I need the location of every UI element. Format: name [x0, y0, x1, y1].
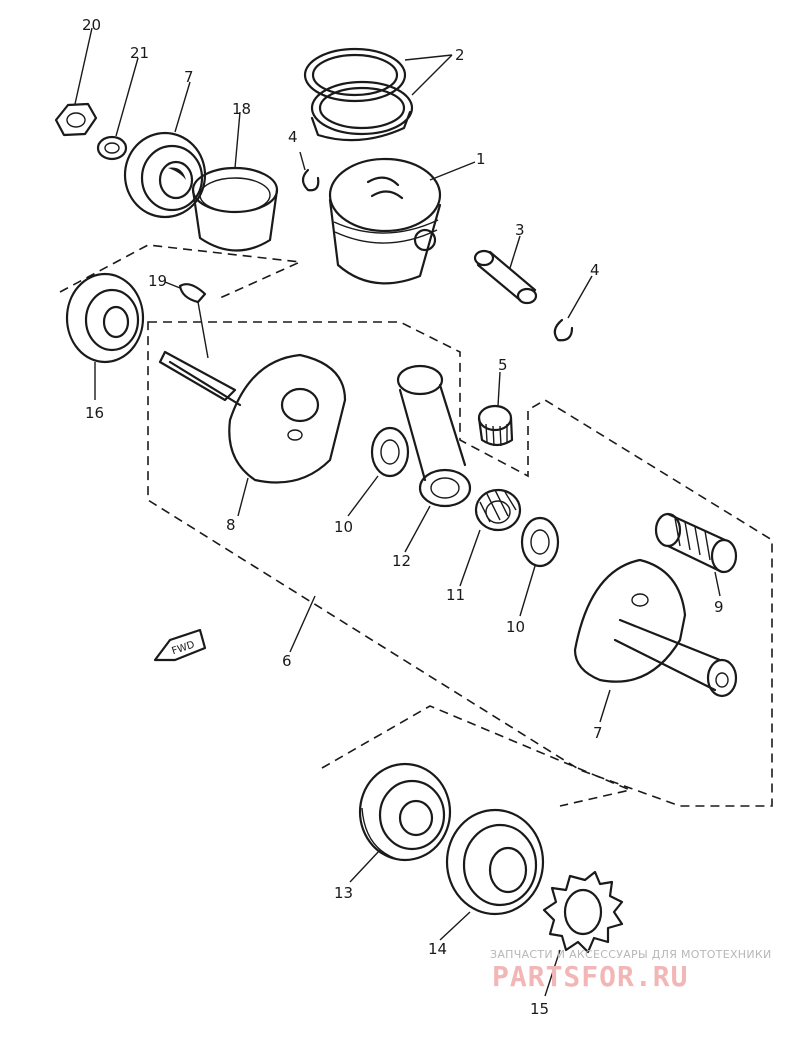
bearing-left [65, 272, 145, 364]
leader-lines [74, 27, 721, 997]
label-5: 5 [498, 356, 508, 374]
sprocket [542, 870, 624, 954]
nut [54, 102, 98, 137]
label-16: 16 [85, 404, 104, 422]
label-13: 13 [334, 884, 353, 902]
piston-pin [473, 249, 538, 305]
piston [328, 157, 442, 285]
watermark-tagline: ЗАПЧАСТИ И АКСЕССУАРЫ ДЛЯ МОТОТЕХНИКИ [490, 948, 772, 961]
washer [96, 135, 128, 161]
label-7: 7 [593, 724, 603, 742]
lower-bearing-outline [321, 705, 633, 807]
front-arrow: FWD [153, 628, 207, 662]
bearing-group-outline [59, 244, 303, 299]
label-19: 19 [148, 272, 167, 290]
thrust-washer-left [370, 426, 410, 478]
label-17: 7 [184, 68, 194, 86]
label-15: 15 [530, 1000, 549, 1018]
label-12: 12 [392, 552, 411, 570]
label-1: 1 [476, 150, 486, 168]
thrust-washer-right [520, 516, 560, 568]
circlip-lower [553, 318, 574, 342]
crank-assembly-outline [147, 321, 773, 807]
label-11: 11 [446, 586, 465, 604]
label-10-left: 10 [334, 518, 353, 536]
label-10-right: 10 [506, 618, 525, 636]
circlip-upper [301, 168, 320, 192]
label-2: 2 [455, 46, 465, 64]
small-end-bearing [477, 404, 514, 447]
watermark-logo: PARTSFOR.RU [492, 960, 689, 993]
label-9: 9 [714, 598, 724, 616]
piston-rings [303, 47, 414, 142]
label-4-lower: 4 [590, 261, 600, 279]
bearing-lower [358, 762, 452, 862]
oil-seal [123, 131, 207, 219]
crank-pin [654, 512, 738, 574]
label-21: 21 [130, 44, 149, 62]
label-3: 3 [515, 221, 525, 239]
label-8: 8 [226, 516, 236, 534]
oil-seal-lower [445, 808, 545, 916]
crank-half-left [158, 350, 347, 484]
front-arrow-label: FWD [171, 639, 197, 657]
part-labels: 20 21 7 18 4 2 1 3 4 19 16 5 8 10 12 11 … [82, 16, 724, 1018]
label-14: 14 [428, 940, 447, 958]
label-6: 6 [282, 652, 292, 670]
woodruff-key [178, 283, 207, 304]
label-20: 20 [82, 16, 101, 34]
label-4-upper: 4 [288, 128, 298, 146]
big-end-bearing [474, 488, 522, 532]
crank-half-right [573, 558, 738, 698]
label-18: 18 [232, 100, 251, 118]
connecting-rod [396, 364, 472, 508]
